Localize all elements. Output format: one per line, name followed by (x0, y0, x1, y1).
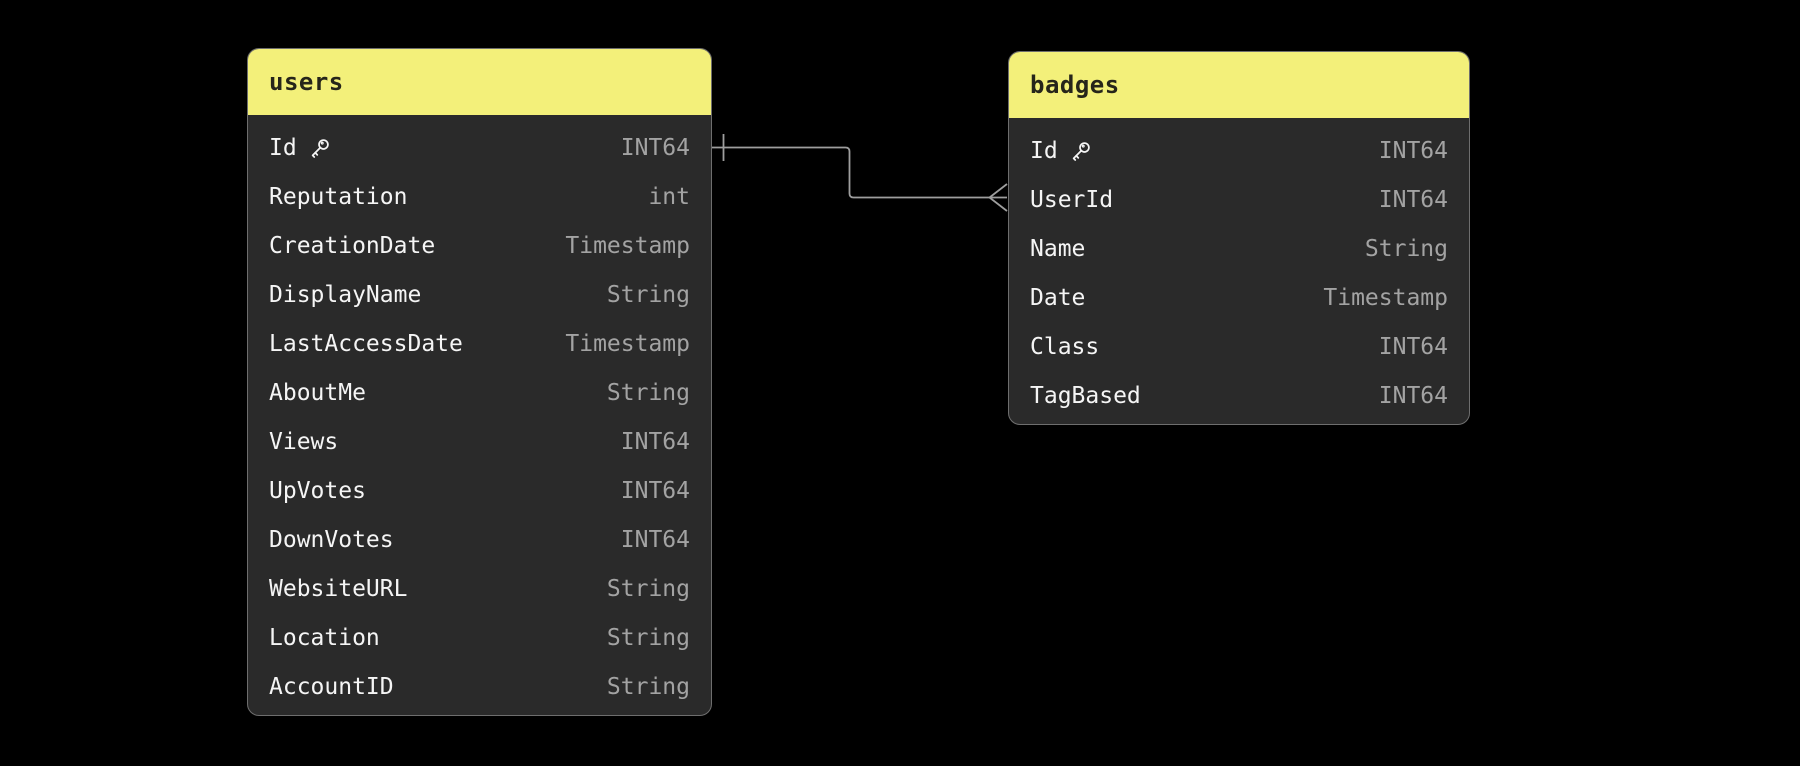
primary-key-icon (1072, 141, 1090, 161)
field-type: String (606, 281, 690, 308)
field-type: INT64 (1378, 333, 1448, 360)
field-name: Location (269, 624, 380, 651)
field-row[interactable]: CreationDate Timestamp (248, 221, 711, 270)
field-type: String (606, 379, 690, 406)
table-badges-fields: Id INT64 UserId INT64 Name String Date T (1009, 118, 1469, 424)
field-name: DownVotes (269, 526, 394, 553)
field-row[interactable]: Id INT64 (1009, 126, 1469, 175)
field-name: UpVotes (269, 477, 366, 504)
field-type: int (648, 183, 690, 210)
primary-key-icon (311, 138, 329, 158)
field-type: INT64 (1378, 186, 1448, 213)
field-row[interactable]: LastAccessDate Timestamp (248, 319, 711, 368)
field-name: TagBased (1030, 382, 1141, 409)
field-type: Timestamp (1323, 284, 1448, 311)
field-type: String (1364, 235, 1448, 262)
table-users-fields: Id INT64 Reputation int CreationDate Tim… (248, 115, 711, 715)
field-name: Date (1030, 284, 1086, 311)
table-users-header[interactable]: users (248, 49, 711, 115)
table-title: users (269, 68, 344, 96)
field-row[interactable]: Name String (1009, 224, 1469, 273)
field-name: Reputation (269, 183, 408, 210)
field-row[interactable]: Location String (248, 613, 711, 662)
field-type: String (606, 673, 690, 700)
field-type: String (606, 624, 690, 651)
table-badges-header[interactable]: badges (1009, 52, 1469, 118)
field-name: LastAccessDate (269, 330, 463, 357)
table-users[interactable]: users Id INT64 Reputation int CreationDa… (247, 48, 712, 716)
field-row[interactable]: Views INT64 (248, 417, 711, 466)
table-badges[interactable]: badges Id INT64 UserId INT64 Name String (1008, 51, 1470, 425)
field-row[interactable]: Reputation int (248, 172, 711, 221)
field-name: Class (1030, 333, 1100, 360)
field-row[interactable]: UpVotes INT64 (248, 466, 711, 515)
field-type: INT64 (620, 428, 690, 455)
field-row[interactable]: WebsiteURL String (248, 564, 711, 613)
field-name: Id (269, 134, 297, 161)
field-row[interactable]: AccountID String (248, 662, 711, 711)
field-row[interactable]: AboutMe String (248, 368, 711, 417)
field-row[interactable]: Class INT64 (1009, 322, 1469, 371)
field-name: DisplayName (269, 281, 422, 308)
relationship-line (712, 146, 990, 199)
field-type: INT64 (1378, 382, 1448, 409)
field-row[interactable]: DisplayName String (248, 270, 711, 319)
field-name: Id (1030, 137, 1058, 164)
field-row[interactable]: UserId INT64 (1009, 175, 1469, 224)
field-row[interactable]: Date Timestamp (1009, 273, 1469, 322)
field-type: INT64 (620, 477, 690, 504)
field-name: UserId (1030, 186, 1114, 213)
field-name: CreationDate (269, 232, 436, 259)
field-row[interactable]: TagBased INT64 (1009, 371, 1469, 420)
field-name: AccountID (269, 673, 394, 700)
field-name: Views (269, 428, 339, 455)
field-row[interactable]: Id INT64 (248, 123, 711, 172)
field-type: INT64 (620, 134, 690, 161)
field-type: String (606, 575, 690, 602)
field-name: AboutMe (269, 379, 366, 406)
field-type: Timestamp (565, 330, 690, 357)
field-type: INT64 (1378, 137, 1448, 164)
field-type: INT64 (620, 526, 690, 553)
table-title: badges (1030, 71, 1120, 99)
field-name: Name (1030, 235, 1086, 262)
field-row[interactable]: DownVotes INT64 (248, 515, 711, 564)
field-type: Timestamp (565, 232, 690, 259)
cardinality-many-marker (988, 183, 1008, 212)
field-name: WebsiteURL (269, 575, 408, 602)
